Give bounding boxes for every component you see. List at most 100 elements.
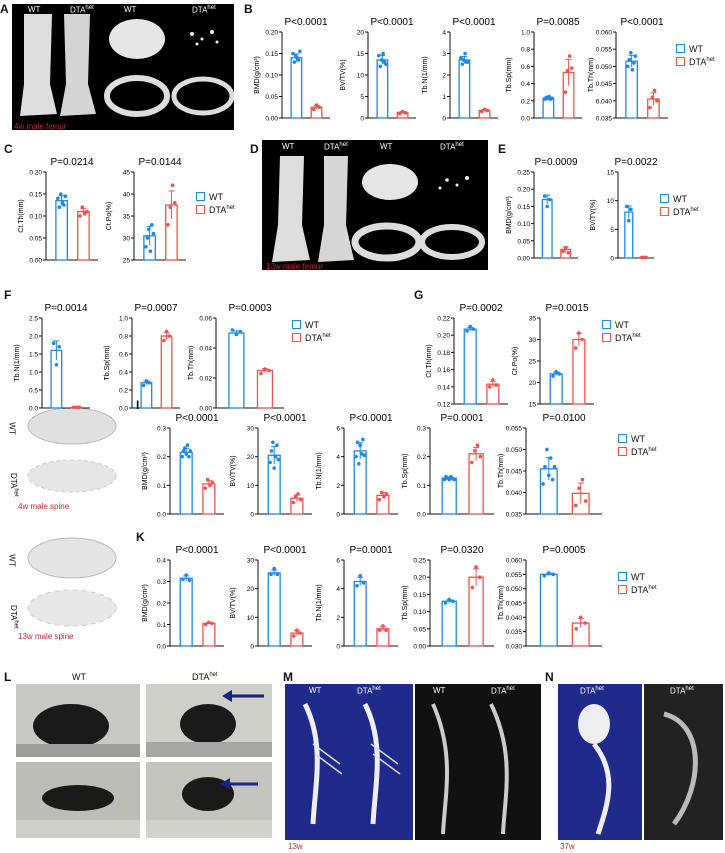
y-tick-label: 0.22	[437, 316, 450, 323]
data-point	[545, 447, 549, 452]
data-point	[358, 443, 362, 447]
y-axis-label: Ct.Th(mm)	[18, 199, 25, 232]
data-point	[187, 454, 191, 459]
bar	[353, 450, 367, 515]
data-point	[269, 572, 273, 577]
p-value-label: P<0.0001	[263, 545, 307, 556]
y-axis-label: BMD(g/cm³)	[254, 56, 261, 94]
y-tick-label: 4	[336, 454, 340, 461]
panel-h-caption: 4w male spine	[18, 502, 70, 511]
data-point	[164, 329, 169, 334]
data-point	[475, 443, 480, 447]
data-point	[479, 109, 484, 114]
legend-swatch-wt	[602, 320, 611, 329]
data-point	[648, 105, 652, 110]
legend-label-dta: DTAhet	[673, 206, 699, 217]
data-point	[82, 212, 87, 216]
y-axis-label: Ct.Po(%)	[512, 347, 519, 375]
data-point	[203, 486, 208, 490]
data-point	[580, 477, 585, 482]
data-point	[470, 585, 475, 590]
data-point	[541, 482, 545, 486]
legend-g: WT DTAhet	[602, 318, 641, 344]
panel-a-label-wt: WT	[28, 5, 41, 14]
data-point	[291, 634, 296, 638]
data-point	[181, 449, 186, 453]
bar	[376, 59, 389, 119]
data-point	[71, 405, 76, 410]
data-point	[382, 495, 386, 499]
bar	[256, 369, 274, 409]
y-tick-label: 0.2	[521, 98, 530, 105]
data-point	[577, 486, 581, 490]
data-point	[625, 64, 630, 69]
y-tick-label: 0.035	[596, 116, 613, 123]
bar	[228, 332, 245, 409]
y-tick-label: 0.12	[437, 402, 450, 409]
y-tick-label: 4	[336, 586, 340, 593]
data-point	[151, 231, 156, 236]
data-point	[208, 483, 212, 488]
y-tick-label: 0.1	[417, 483, 426, 490]
panel-a-image: WT DTAhet WT DTAhet	[12, 4, 234, 130]
data-point	[180, 454, 184, 459]
bar	[179, 451, 193, 515]
data-point	[561, 249, 565, 253]
y-tick-label: 0.00	[517, 256, 530, 263]
panel-j-image: WT DTAhet	[2, 528, 124, 642]
y-axis-label: BV/TV(%)	[590, 199, 597, 230]
data-point	[566, 251, 571, 255]
legend-label-dta: DTAhet	[615, 332, 641, 343]
legend-label-dta: DTAhet	[631, 584, 657, 595]
data-point	[311, 107, 316, 112]
y-tick-label: 0.050	[506, 447, 523, 454]
data-point	[378, 64, 383, 69]
data-point	[184, 573, 188, 577]
y-tick-label: 0.16	[437, 367, 450, 374]
panel-d-label-wt: WT	[282, 142, 295, 151]
legend-i: WT DTAhet	[618, 432, 657, 458]
legend-k: WT DTAhet	[618, 570, 657, 596]
panel-letter-k: K	[136, 530, 145, 544]
p-value-label: P<0.0001	[175, 413, 219, 424]
data-point	[384, 62, 388, 67]
y-tick-label: 15	[357, 51, 365, 58]
data-point	[465, 329, 469, 333]
y-tick-label: 6	[336, 426, 340, 433]
data-point	[563, 245, 568, 250]
y-axis-label: Tb.N(1/mm)	[316, 452, 323, 489]
y-tick-label: 0.4	[119, 370, 128, 377]
data-point	[293, 495, 298, 499]
femur-microct-render	[20, 14, 234, 117]
y-tick-label: 0.0	[521, 116, 530, 123]
bar	[541, 198, 553, 259]
y-tick-label: 0.02	[199, 376, 212, 383]
data-point	[650, 95, 655, 100]
data-point	[361, 437, 365, 442]
panel-d-label-dta: DTAhet	[324, 142, 348, 152]
data-point	[187, 578, 192, 583]
data-point	[451, 599, 455, 604]
data-point	[397, 111, 402, 116]
y-axis-label: Tb.Sp(mm)	[506, 58, 513, 93]
y-tick-label: 0.035	[506, 512, 523, 519]
panel-n-label-dta: DTAhet	[580, 686, 604, 696]
y-axis-label: Tb.N(1/mm)	[422, 56, 429, 93]
y-tick-label: 0.045	[596, 81, 613, 88]
bar	[290, 57, 303, 119]
chart-b-4: P<0.00010.0350.0400.0450.0500.0550.060Tb…	[588, 17, 668, 123]
bar	[441, 477, 457, 515]
bar	[267, 572, 281, 647]
y-tick-label: 0.055	[596, 47, 613, 54]
p-value-label: P=0.0003	[228, 303, 272, 314]
y-tick-label: 20	[247, 454, 255, 461]
y-tick-label: 0.2	[119, 388, 128, 395]
data-point	[630, 68, 635, 72]
p-value-label: P=0.0014	[44, 303, 88, 314]
data-point	[273, 454, 278, 459]
y-tick-label: 30	[529, 337, 537, 344]
y-tick-label: 0.05	[29, 236, 42, 243]
